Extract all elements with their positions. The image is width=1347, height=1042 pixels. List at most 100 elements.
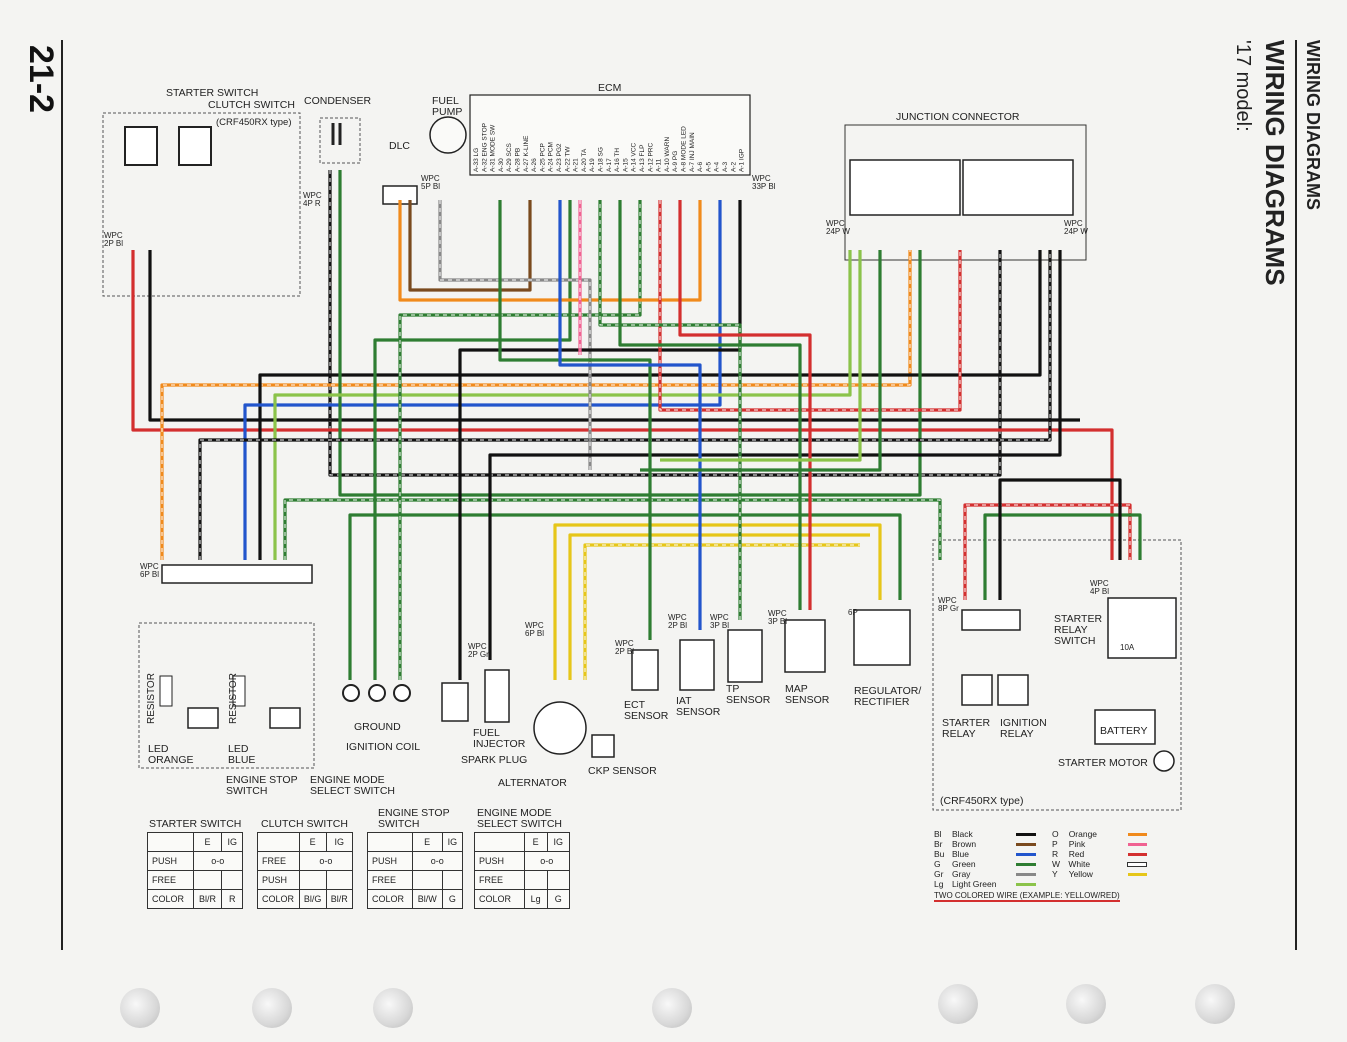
ignition-relay-label: IGNITION RELAY xyxy=(1000,717,1047,741)
ground-label: GROUND xyxy=(354,721,401,733)
wire xyxy=(660,250,862,462)
binder-hole xyxy=(252,988,292,1028)
ecm-pin: A-1 IGP xyxy=(739,149,746,172)
ecm-pin: A-31 MODE SW xyxy=(490,124,497,172)
wpc-6p-bl-label: WPC 6P Bl xyxy=(525,621,544,639)
wire-stripe xyxy=(439,200,591,470)
wire xyxy=(553,523,882,680)
wpc-2p-label: WPC 2P Bl xyxy=(104,231,123,249)
ecm-pin: A-25 PCP xyxy=(539,143,546,172)
fuel-injector-label: FUEL INJECTOR xyxy=(473,727,526,751)
wire xyxy=(488,250,1062,660)
binder-hole xyxy=(938,984,978,1024)
ecm-pin: A-11 xyxy=(656,158,663,172)
wire xyxy=(160,250,912,560)
ecm-pin: A-26 xyxy=(531,158,538,172)
wpc-6p-label: WPC 6P Bl xyxy=(140,562,159,580)
ecm-pin: A-29 SCS xyxy=(506,142,513,172)
crf-type-label: (CRF450RX type) xyxy=(216,117,292,128)
engine-mode-label: ENGINE MODE SELECT SWITCH xyxy=(310,774,395,798)
crf-type-box-label: (CRF450RX type) xyxy=(940,795,1024,807)
table-clutch-title: CLUTCH SWITCH xyxy=(261,818,348,830)
ecm-pin: A-17 xyxy=(606,158,613,172)
wpc-2p-ect-label: WPC 2P Bl xyxy=(615,639,634,657)
binder-hole xyxy=(120,988,160,1028)
ecm-pin: A-22 TW xyxy=(564,146,571,172)
fuel-pump-symbol xyxy=(429,116,467,154)
page-number: 21-2 xyxy=(22,45,60,114)
ignition-coil-label: IGNITION COIL xyxy=(346,741,421,753)
ecm-pin: A-19 xyxy=(589,158,596,172)
wire xyxy=(583,543,860,680)
wpc-24p-left-label: WPC 24P W xyxy=(826,219,850,237)
table-engine-mode-title: ENGINE MODE SELECT SWITCH xyxy=(477,807,562,831)
ecm-pin: A-7 INJ MAIN xyxy=(689,132,696,172)
led-blue-label: LED BLUE xyxy=(228,743,256,767)
starter-switch-label: STARTER SWITCH xyxy=(166,87,259,99)
page-title: WIRING DIAGRAMS xyxy=(1260,40,1290,286)
engine-stop-label: ENGINE STOP SWITCH xyxy=(226,774,298,798)
wpc-2p-iat-label: WPC 2P Bl xyxy=(668,613,687,631)
resistor-label-2: RESISTOR xyxy=(228,673,239,724)
ect-sensor-label: ECT SENSOR xyxy=(624,699,669,723)
ecm-pin: A-5 xyxy=(705,162,712,173)
wpc-3p-map-label: WPC 3P Bl xyxy=(768,609,787,627)
wire xyxy=(458,200,742,680)
resistor-label-1: RESISTOR xyxy=(146,673,157,724)
ecm-pin: A-21 xyxy=(573,158,580,172)
wire xyxy=(983,513,1142,600)
wire xyxy=(408,200,532,292)
wire xyxy=(678,200,812,610)
ecm-pin: A-6 xyxy=(697,162,704,173)
ecm-pin: A-24 PCM xyxy=(548,142,555,172)
ecm-pin: A-4 xyxy=(714,162,721,173)
wpc-33p-label: WPC 33P Bl xyxy=(752,174,776,192)
wire xyxy=(131,250,1114,560)
map-sensor-label: MAP SENSOR xyxy=(785,683,830,707)
binder-hole xyxy=(1195,984,1235,1024)
two-colored-note: TWO COLORED WIRE (EXAMPLE: YELLOW/RED) xyxy=(934,891,1120,903)
wire xyxy=(498,200,652,640)
ecm-pin: A-18 SG xyxy=(598,147,605,172)
table-engine-stop-title: ENGINE STOP SWITCH xyxy=(378,807,450,831)
wire-stripe xyxy=(964,504,1131,600)
ecm-box xyxy=(469,94,751,176)
ecm-pin: A-28 PB xyxy=(515,148,522,172)
wire xyxy=(348,513,902,680)
wire xyxy=(558,200,702,630)
wire xyxy=(398,200,642,680)
wpc-6p-connector xyxy=(161,564,313,584)
wpc-4p-bl-label: WPC 4P Bl xyxy=(1090,579,1109,597)
wire xyxy=(243,200,722,560)
alternator-label: ALTERNATOR xyxy=(498,777,567,789)
ecm-pin: A-27 K-LINE xyxy=(523,135,530,172)
wire xyxy=(148,250,1080,422)
battery-label: BATTERY xyxy=(1100,725,1148,737)
clutch-switch-symbol xyxy=(178,126,212,166)
wpc-8p-label: WPC 8P Gr xyxy=(938,596,959,614)
fuse-label: 10A xyxy=(1120,643,1135,652)
wpc-24p-right-label: WPC 24P W xyxy=(1064,219,1088,237)
starter-switch-symbol xyxy=(124,126,158,166)
ecm-pin: A-3 xyxy=(722,162,729,173)
fuel-pump-label: FUEL PUMP xyxy=(432,95,463,119)
wpc-2p-gr-label: WPC 2P Gr xyxy=(468,642,489,660)
led-orange-label: LED ORANGE xyxy=(148,743,194,767)
binder-hole xyxy=(652,988,692,1028)
table-starter-title: STARTER SWITCH xyxy=(149,818,242,830)
wire xyxy=(338,170,922,497)
